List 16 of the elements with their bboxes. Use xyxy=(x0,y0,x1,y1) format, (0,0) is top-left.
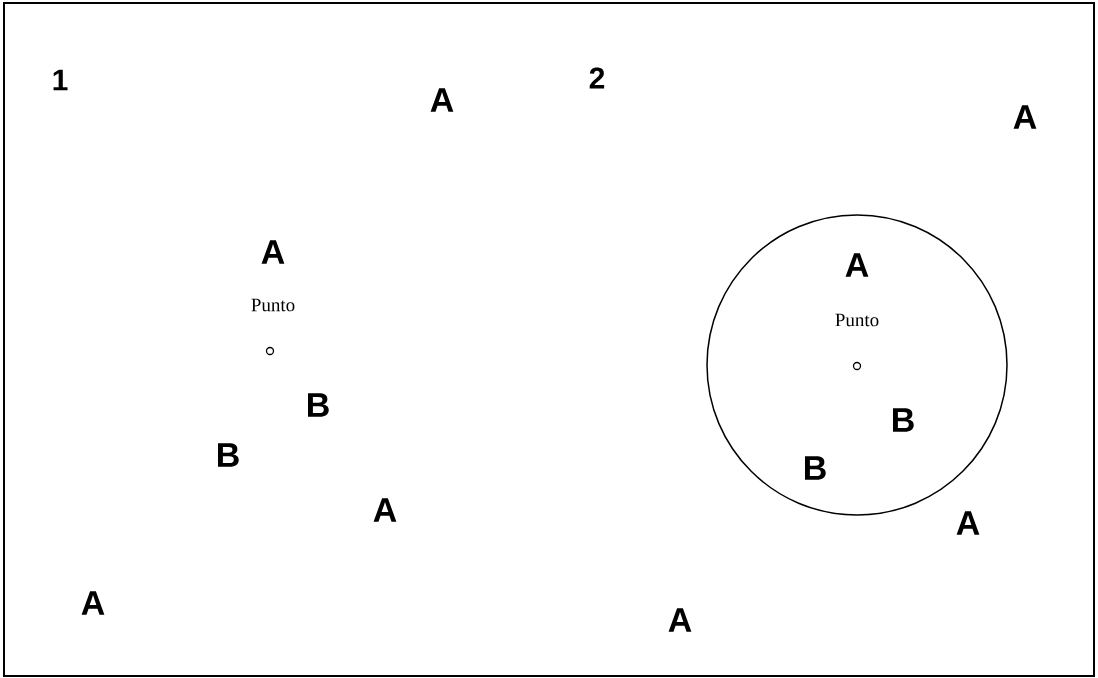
letter-label: A xyxy=(956,511,980,535)
panel-number: 1 xyxy=(53,69,68,91)
panel-number: 2 xyxy=(589,67,605,89)
letter-label: A xyxy=(845,253,869,277)
letter-label: A xyxy=(373,498,397,522)
letter-label: B xyxy=(218,443,239,467)
letter-label: B xyxy=(308,393,329,417)
letter-label: A xyxy=(668,608,692,632)
letter-label: B xyxy=(805,456,826,480)
letter-label: A xyxy=(81,591,105,615)
letter-label: A xyxy=(1013,105,1037,129)
letter-label: A xyxy=(430,88,454,112)
point-label: Punto xyxy=(835,313,879,327)
point-label: Punto xyxy=(251,298,295,312)
letter-label: A xyxy=(261,240,285,264)
letter-label: B xyxy=(893,408,914,432)
